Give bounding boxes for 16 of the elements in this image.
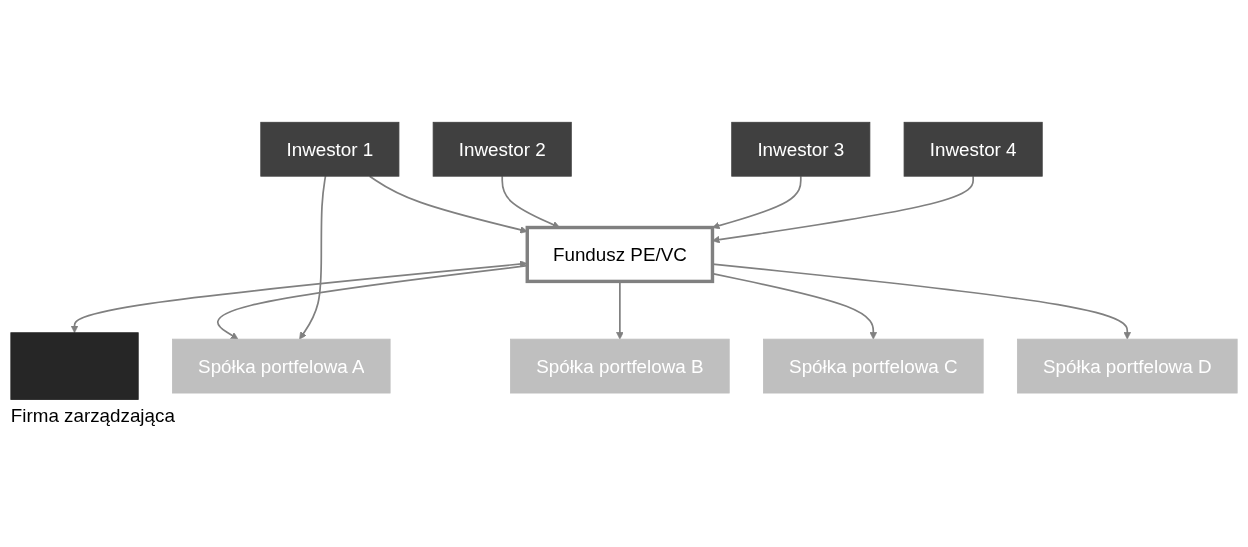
node-box: Spółka portfelowa A bbox=[172, 338, 391, 393]
node-box: Spółka portfelowa D bbox=[1017, 338, 1238, 393]
caption-text: Firma zarządzająca bbox=[10, 404, 175, 426]
node-box bbox=[10, 331, 139, 400]
arrow bbox=[712, 174, 802, 229]
arrow bbox=[712, 174, 974, 243]
node-box: Spółka portfelowa B bbox=[510, 338, 730, 393]
arrow bbox=[616, 280, 624, 339]
node-box: Inwestor 1 bbox=[260, 121, 400, 177]
node-box: Fundusz PE/VC bbox=[525, 225, 715, 283]
arrow bbox=[501, 174, 560, 228]
node-box: Spółka portfelowa C bbox=[763, 338, 984, 393]
node-box: Inwestor 3 bbox=[731, 121, 871, 177]
node-box: Inwestor 2 bbox=[432, 121, 572, 177]
node-box: Inwestor 4 bbox=[903, 121, 1043, 177]
arrow bbox=[299, 174, 327, 339]
